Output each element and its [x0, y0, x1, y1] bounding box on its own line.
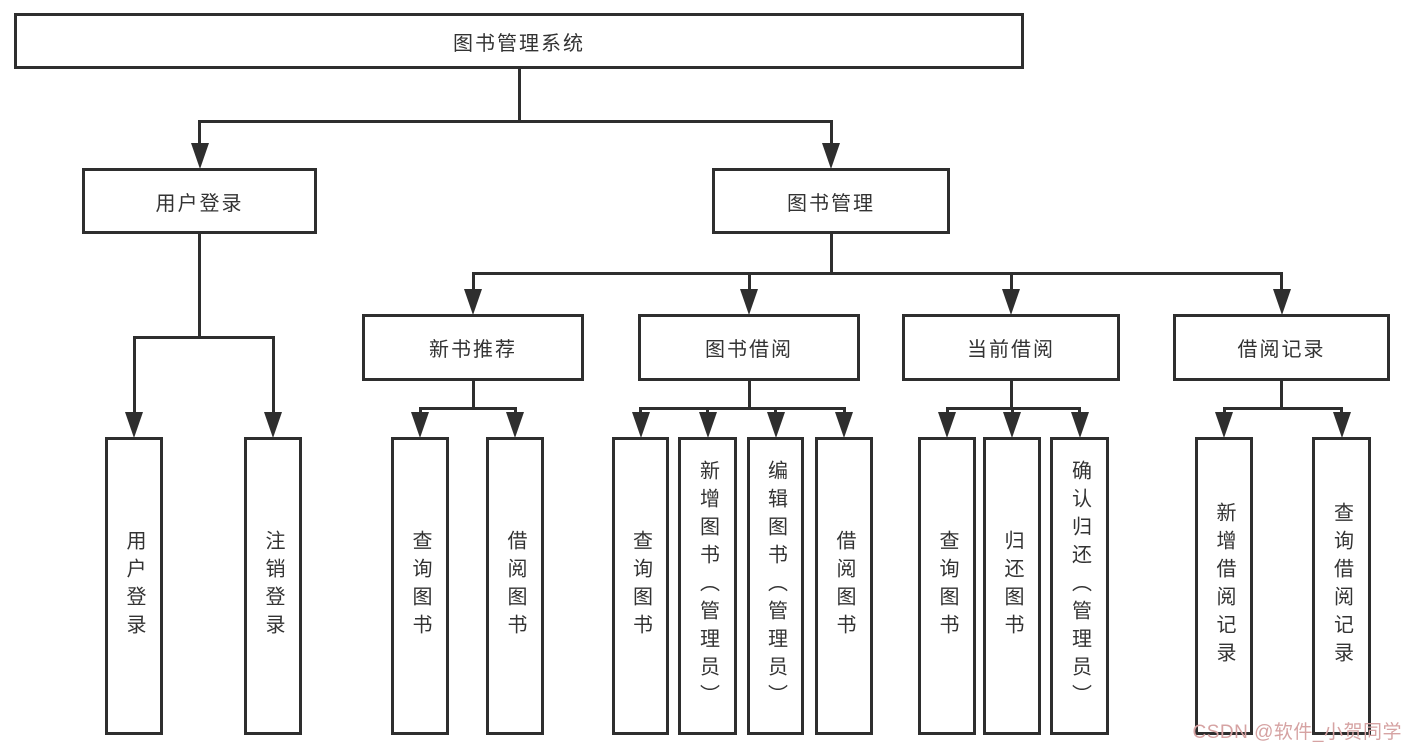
connector-line [1222, 407, 1343, 410]
node-label-v-edit-book: 编辑图书（管理员） [764, 460, 787, 712]
connector-line [706, 407, 709, 412]
arrow-down-icon [1272, 289, 1291, 315]
node-label-borrow-records: 借阅记录 [1237, 339, 1326, 361]
arrow-down-icon [464, 289, 482, 315]
arrow-down-icon [506, 412, 524, 438]
node-label-v-query-book-3: 查询图书 [936, 530, 958, 642]
arrow-down-icon [766, 412, 785, 438]
watermark: CSDN @软件_小贺同学 [1192, 722, 1402, 743]
node-v-return-book: 归还图书 [983, 437, 1041, 735]
node-label-v-user-login: 用户登录 [123, 530, 145, 642]
node-label-root: 图书管理系统 [453, 32, 585, 55]
connector-line [639, 407, 846, 410]
connector-line [829, 120, 833, 143]
node-label-v-query-borrow-rec: 查询借阅记录 [1330, 502, 1353, 670]
node-label-new-book-rec: 新书推荐 [429, 339, 517, 361]
node-label-v-logout: 注销登录 [262, 530, 284, 642]
connector-line [132, 336, 136, 412]
node-v-add-book: 新增图书（管理员） [678, 437, 737, 735]
node-v-query-book-1: 查询图书 [391, 437, 449, 735]
connector-line [842, 407, 846, 412]
node-label-v-add-borrow-rec: 新增借阅记录 [1213, 502, 1235, 670]
connector-line [945, 407, 949, 412]
connector-line [198, 120, 833, 123]
connector-line [198, 233, 201, 339]
connector-line [1222, 407, 1226, 412]
arrow-down-icon [190, 143, 209, 169]
connector-line [1280, 272, 1283, 289]
node-user-login-group: 用户登录 [82, 168, 317, 234]
arrow-down-icon [698, 412, 717, 438]
node-label-book-borrow: 图书借阅 [705, 339, 793, 361]
connector-line [747, 380, 751, 410]
connector-line [747, 272, 751, 289]
arrow-down-icon [1003, 412, 1021, 438]
node-label-v-confirm-return: 确认归还（管理员） [1068, 460, 1091, 712]
connector-line [198, 120, 201, 143]
connector-line [774, 407, 777, 412]
arrow-down-icon [125, 412, 143, 438]
connector-line [517, 68, 521, 123]
arrow-down-icon [264, 412, 282, 438]
connector-line [271, 336, 275, 412]
node-v-add-borrow-rec: 新增借阅记录 [1195, 437, 1253, 735]
connector-line [639, 407, 642, 412]
node-book-borrow: 图书借阅 [638, 314, 860, 381]
connector-line [513, 407, 517, 412]
node-book-mgmt: 图书管理 [712, 168, 950, 234]
arrow-down-icon [1215, 412, 1233, 438]
connector-line [1009, 380, 1013, 410]
connector-line [471, 272, 1283, 275]
node-label-v-borrow-book-2: 借阅图书 [833, 530, 855, 642]
connector-line [1340, 407, 1343, 412]
node-v-query-borrow-rec: 查询借阅记录 [1312, 437, 1371, 735]
node-v-borrow-book-1: 借阅图书 [486, 437, 544, 735]
connector-line [471, 380, 475, 410]
arrow-down-icon [1332, 412, 1351, 438]
node-v-edit-book: 编辑图书（管理员） [747, 437, 804, 735]
node-borrow-records: 借阅记录 [1173, 314, 1390, 381]
node-label-v-query-book-1: 查询图书 [409, 530, 431, 642]
node-v-query-book-2: 查询图书 [612, 437, 669, 735]
node-new-book-rec: 新书推荐 [362, 314, 584, 381]
arrow-down-icon [835, 412, 853, 438]
node-v-query-book-3: 查询图书 [918, 437, 976, 735]
node-v-borrow-book-2: 借阅图书 [815, 437, 873, 735]
connector-line [418, 407, 517, 410]
arrow-down-icon [1070, 412, 1089, 438]
connector-line [829, 233, 833, 275]
connector-line [471, 272, 475, 289]
arrow-down-icon [740, 289, 758, 315]
connector-line [1280, 380, 1283, 410]
node-root: 图书管理系统 [14, 13, 1024, 69]
node-label-user-login-group: 用户登录 [155, 192, 244, 215]
node-current-borrow: 当前借阅 [902, 314, 1120, 381]
node-v-logout: 注销登录 [244, 437, 302, 735]
node-label-v-query-book-2: 查询图书 [629, 530, 652, 642]
connector-line [1010, 407, 1014, 412]
node-label-v-borrow-book-1: 借阅图书 [504, 530, 526, 642]
node-v-user-login: 用户登录 [105, 437, 163, 735]
node-label-v-add-book: 新增图书（管理员） [696, 460, 719, 712]
connector-line [418, 407, 422, 412]
arrow-down-icon [1002, 289, 1020, 315]
connector-line [1078, 407, 1081, 412]
node-v-confirm-return: 确认归还（管理员） [1050, 437, 1109, 735]
arrow-down-icon [411, 412, 429, 438]
connector-line [1009, 272, 1013, 289]
node-label-v-return-book: 归还图书 [1001, 530, 1023, 642]
arrow-down-icon [822, 143, 840, 169]
node-label-book-mgmt: 图书管理 [787, 192, 875, 215]
arrow-down-icon [631, 412, 650, 438]
arrow-down-icon [938, 412, 956, 438]
connector-line [132, 336, 275, 339]
node-label-current-borrow: 当前借阅 [967, 339, 1055, 361]
